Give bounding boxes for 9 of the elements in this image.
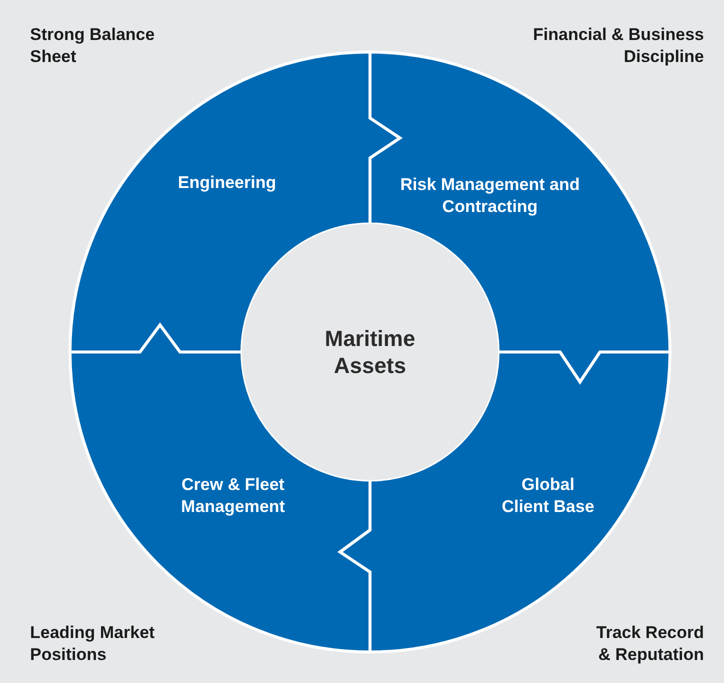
corner-label: Leading Market Positions <box>30 622 156 666</box>
segment-label: Engineering <box>176 172 278 194</box>
corner-label: Strong Balance Sheet <box>30 24 156 68</box>
segment-label: Global Client Base <box>500 474 596 518</box>
corner-label: Financial & Business Discipline <box>532 24 704 68</box>
corner-label: Track Record & Reputation <box>595 622 704 666</box>
segment-label: Crew & Fleet Management <box>180 474 286 518</box>
center-label: Maritime Assets <box>324 325 416 379</box>
segment-label: Risk Management and Contracting <box>399 174 581 218</box>
